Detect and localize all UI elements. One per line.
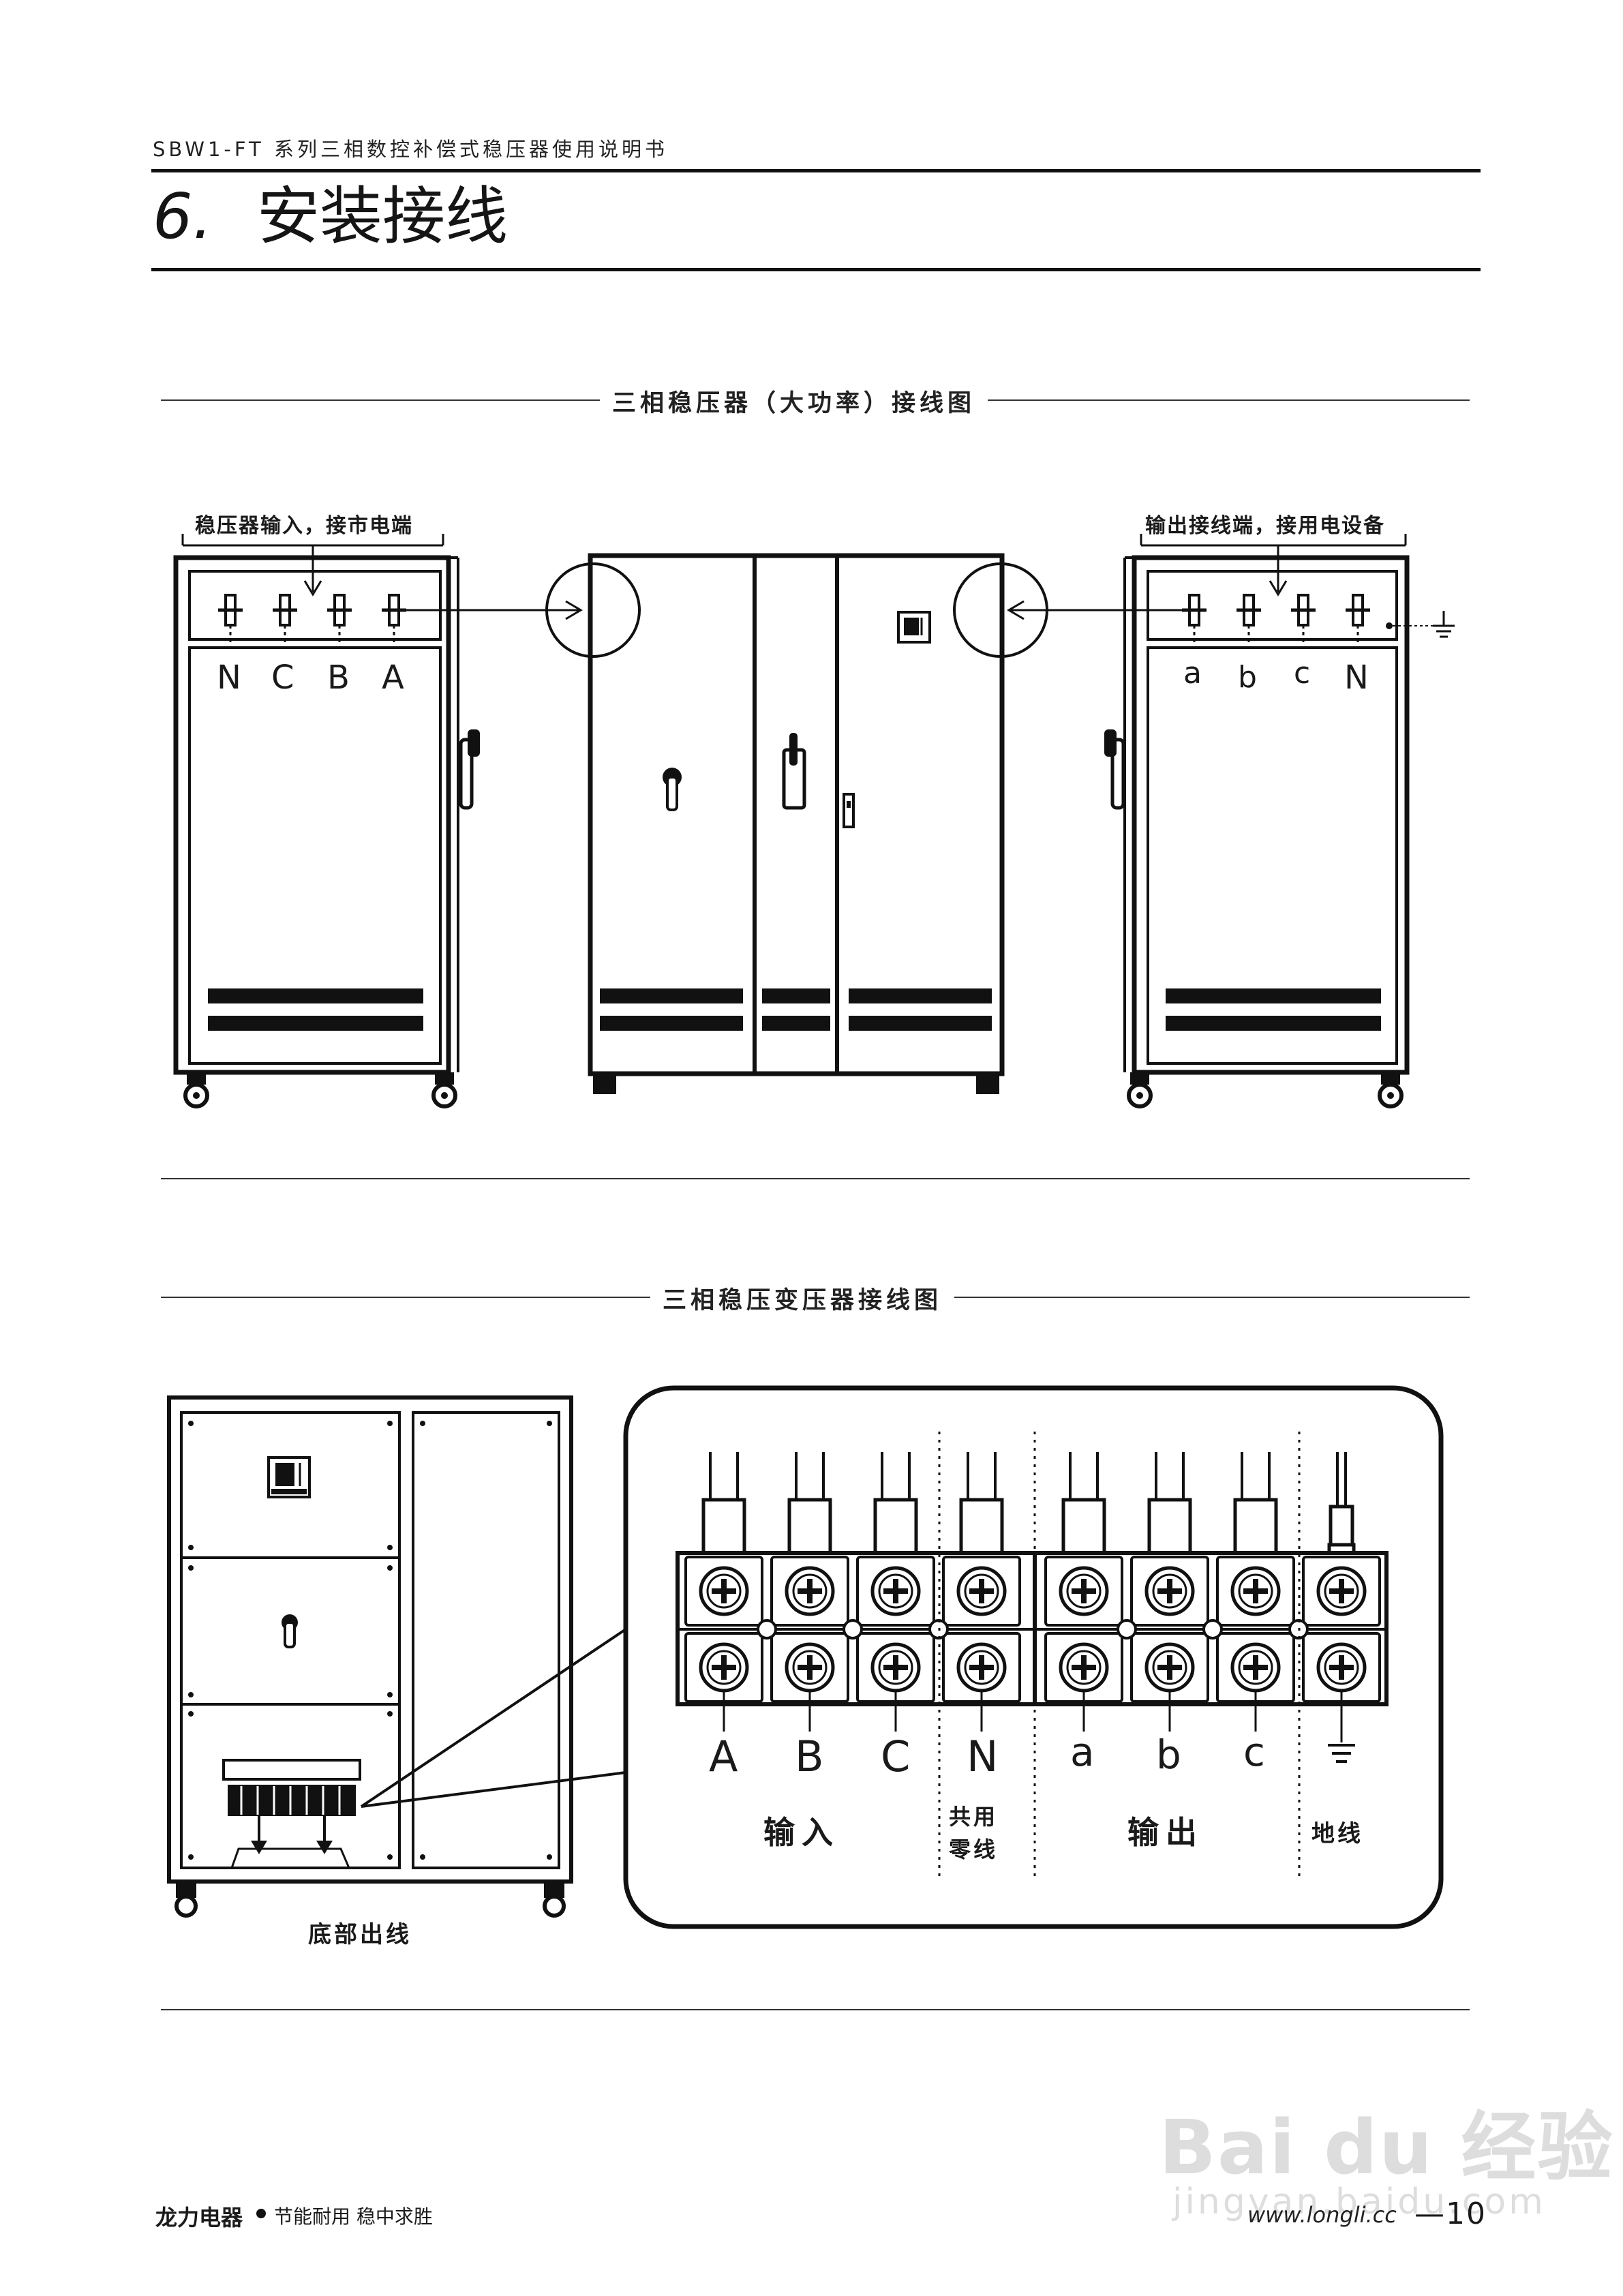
footer-bullet-icon	[256, 2209, 266, 2218]
output-terminal-label: b	[1238, 660, 1257, 695]
group-neutral-label-2: 零线	[949, 1837, 999, 1862]
output-terminal-label: c	[1294, 656, 1311, 691]
terminal-ground-icon	[1328, 1744, 1355, 1763]
baidu-watermark: Bai du 经验	[1159, 2104, 1614, 2191]
input-terminal-label: C	[271, 659, 294, 697]
chapter-number: 6.	[153, 180, 213, 253]
transformer-cabinet	[167, 1395, 627, 1918]
main-door-handle	[782, 733, 806, 810]
footer-url: www.longli.cc	[1247, 2202, 1397, 2228]
chapter-name: 安装接线	[257, 180, 509, 253]
right-vent	[1166, 988, 1381, 1031]
transformer-knob	[282, 1614, 298, 1648]
terminal-label-C: C	[881, 1732, 911, 1781]
main-knob	[663, 768, 682, 811]
terminal-label-a: a	[1070, 1729, 1095, 1775]
input-terminal-label: A	[382, 659, 404, 697]
footer-brand: 龙力电器	[155, 2205, 243, 2231]
output-terminal-label: a	[1183, 656, 1202, 691]
transformer-terminal-strip	[222, 1759, 361, 1869]
section1-title: 三相稳压器（大功率）接线图	[600, 384, 988, 419]
page-number: —10	[1414, 2196, 1487, 2231]
left-cabinet	[173, 534, 583, 1106]
group-input-label: 输入	[763, 1814, 840, 1851]
terminal-label-N: N	[967, 1732, 999, 1781]
bottom-outlet-label: 底部出线	[308, 1921, 412, 1948]
chapter-rule	[151, 268, 1481, 271]
input-note: 稳压器输入，接市电端	[195, 514, 413, 538]
group-ground-label: 地线	[1311, 1820, 1363, 1847]
main-display-panel	[897, 611, 931, 644]
main-cabinet	[545, 553, 1048, 1094]
input-terminal-label: B	[327, 659, 350, 697]
section2-title: 三相稳压变压器接线图	[650, 1281, 955, 1316]
terminal-label-c: c	[1243, 1729, 1265, 1775]
terminal-block-detail	[623, 1385, 1444, 1929]
terminal-label-B: B	[795, 1732, 824, 1781]
section1-bottom-line	[161, 1178, 1470, 1179]
terminal-label-A: A	[709, 1732, 738, 1781]
document-header: SBW1-FT 系列三相数控补偿式稳压器使用说明书	[153, 138, 668, 161]
terminal-label-b: b	[1156, 1732, 1181, 1778]
chapter-title: 6. 安装接线	[153, 185, 508, 248]
main-vent	[600, 988, 992, 1031]
baidu-watermark-url: jingyan.baidu.com	[1172, 2181, 1546, 2222]
output-note: 输出接线端，接用电设备	[1145, 514, 1385, 538]
left-side-handle	[459, 729, 480, 810]
ground-icon	[1386, 611, 1455, 638]
section2-bottom-line	[161, 2009, 1470, 2010]
right-side-handle	[1104, 729, 1125, 810]
header-rule	[151, 169, 1481, 172]
footer-slogan: 节能耐用 稳中求胜	[274, 2205, 433, 2228]
output-terminal-label: N	[1344, 659, 1369, 697]
right-cabinet	[1007, 534, 1455, 1106]
transformer-display	[267, 1456, 311, 1498]
left-vent	[208, 988, 423, 1031]
group-neutral-label-1: 共用	[949, 1804, 999, 1830]
input-terminal-label: N	[217, 659, 241, 697]
group-output-label: 输出	[1127, 1814, 1204, 1851]
